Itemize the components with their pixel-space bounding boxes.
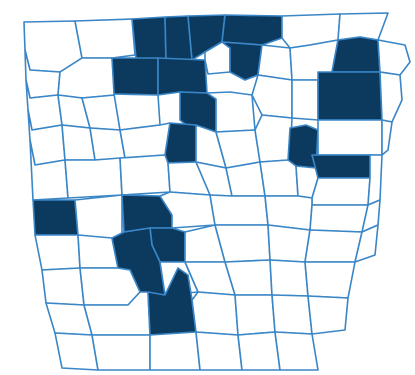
- county: [377, 39, 411, 76]
- county: [354, 224, 379, 263]
- county: [381, 119, 393, 156]
- county: [74, 18, 136, 59]
- county: [254, 114, 293, 163]
- county: [79, 267, 141, 306]
- county-highlighted: [331, 36, 381, 73]
- county: [41, 267, 85, 306]
- county-highlighted: [111, 57, 159, 96]
- county-highlighted: [157, 57, 208, 96]
- county: [195, 331, 243, 371]
- county: [307, 295, 349, 335]
- county: [119, 154, 171, 196]
- county: [317, 119, 383, 156]
- county: [311, 177, 371, 206]
- county: [259, 159, 299, 197]
- county: [309, 204, 369, 233]
- county: [271, 294, 313, 335]
- county: [74, 194, 123, 241]
- county-highlighted: [164, 122, 197, 164]
- county: [291, 79, 319, 121]
- county: [337, 12, 389, 41]
- county: [225, 161, 266, 197]
- county: [251, 74, 293, 119]
- county: [209, 194, 269, 226]
- county: [113, 93, 161, 131]
- county: [367, 154, 383, 206]
- county-highlighted: [311, 154, 373, 179]
- county: [304, 229, 363, 263]
- county: [149, 331, 201, 371]
- county: [257, 44, 293, 81]
- county: [237, 331, 281, 371]
- county: [234, 294, 276, 336]
- county-highlighted: [131, 16, 167, 61]
- county-highlighted: [32, 199, 79, 236]
- county: [54, 332, 99, 371]
- county: [34, 234, 81, 271]
- county: [379, 71, 403, 123]
- county: [304, 261, 356, 299]
- county: [269, 259, 309, 297]
- county: [64, 157, 123, 199]
- county: [267, 224, 311, 263]
- county: [91, 334, 151, 371]
- county: [274, 331, 319, 371]
- county-highlighted: [317, 71, 383, 121]
- county-highlighted: [221, 14, 283, 46]
- county: [214, 224, 271, 263]
- county: [191, 291, 239, 336]
- county-layer: [23, 12, 411, 371]
